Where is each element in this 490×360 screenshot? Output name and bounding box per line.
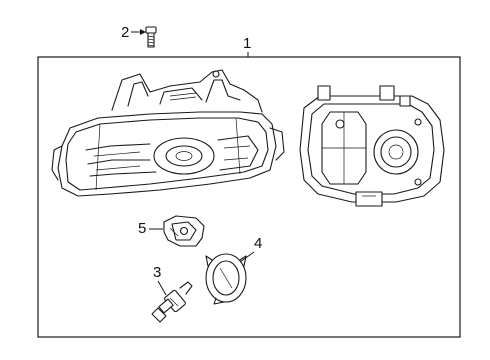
screw-icon	[145, 26, 157, 48]
callout-2: 2	[121, 24, 129, 41]
headlamp-rear-view	[299, 85, 445, 207]
bulb-socket-part	[205, 253, 247, 305]
callout-5: 5	[138, 220, 146, 237]
callout-3: 3	[153, 264, 161, 281]
callout-4: 4	[254, 235, 262, 252]
leader-3	[157, 280, 167, 296]
leader-4	[239, 251, 255, 263]
bracket-part	[163, 215, 205, 247]
leader-2	[131, 29, 146, 35]
callout-1: 1	[243, 35, 251, 52]
bulb-part	[151, 281, 193, 323]
headlamp-housing	[51, 69, 285, 197]
assembly-frame	[37, 56, 461, 338]
